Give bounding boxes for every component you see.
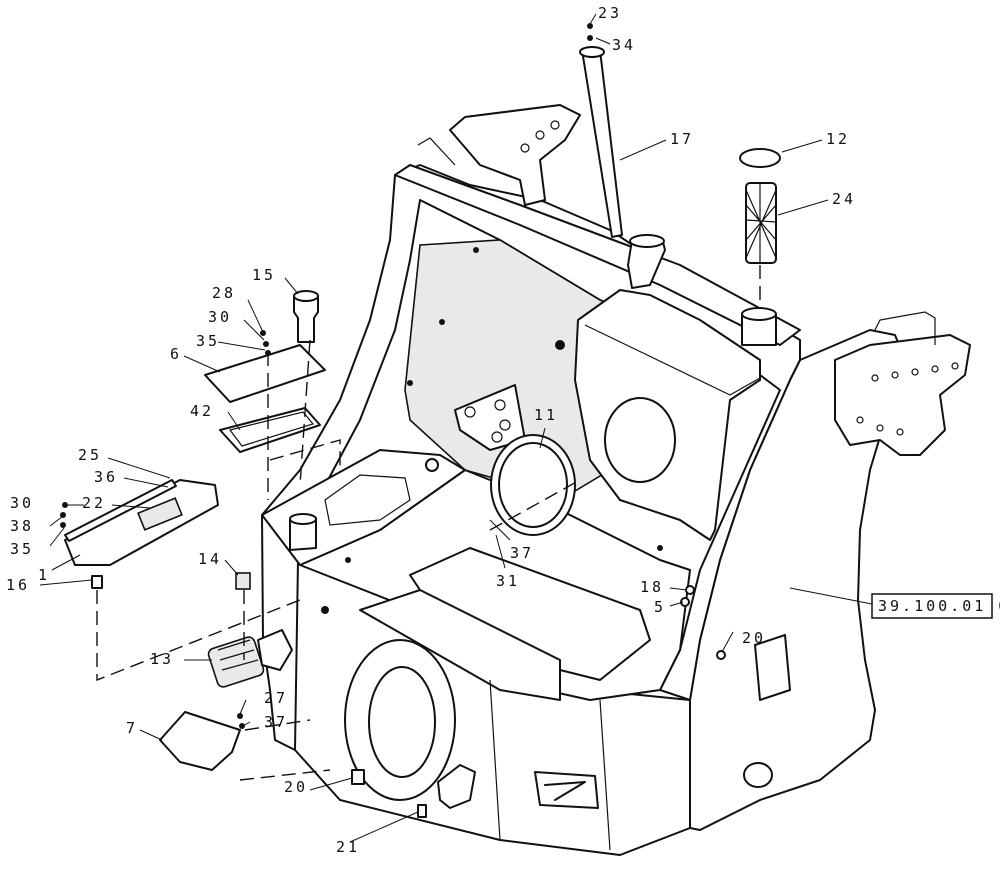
spring-pin bbox=[235, 572, 251, 590]
side-hole bbox=[743, 762, 773, 788]
callout-37: 37 bbox=[510, 544, 534, 562]
callout-42: 42 bbox=[190, 402, 214, 420]
bolt-21 bbox=[417, 804, 427, 818]
bolt-20 bbox=[351, 769, 365, 785]
callout-6: 6 bbox=[170, 345, 182, 363]
callout-21: 21 bbox=[336, 838, 360, 856]
side-bracket bbox=[754, 634, 791, 701]
callout-11: 11 bbox=[534, 406, 558, 424]
callout-12: 12 bbox=[826, 130, 850, 148]
callout-14: 14 bbox=[198, 550, 222, 568]
callout-36: 36 bbox=[94, 468, 118, 486]
callout-1: 1 bbox=[38, 566, 50, 584]
spring bbox=[137, 497, 183, 531]
callout-23: 23 bbox=[598, 4, 622, 22]
rail bbox=[64, 479, 177, 542]
callout-13: 13 bbox=[150, 650, 174, 668]
callout-28: 28 bbox=[212, 284, 236, 302]
cross-beam-2 bbox=[359, 589, 561, 701]
callout-35: 35 bbox=[196, 332, 220, 350]
callout-5: 5 bbox=[654, 598, 666, 616]
shield-plate bbox=[159, 711, 241, 771]
tank-port bbox=[604, 397, 676, 483]
top-beam bbox=[394, 164, 801, 346]
filter-bracket bbox=[257, 629, 293, 671]
callout-20: 20 bbox=[742, 629, 766, 647]
bolt-16 bbox=[91, 575, 103, 589]
top-left-bracket bbox=[449, 104, 581, 206]
reference-box[interactable]: 39.100.01 03 bbox=[871, 593, 1000, 619]
callout-27: 27 bbox=[264, 689, 288, 707]
loose-parts bbox=[60, 23, 781, 818]
callout-22: 22 bbox=[82, 494, 106, 512]
callout-16: 16 bbox=[6, 576, 30, 594]
right-pivot-bracket bbox=[834, 334, 971, 456]
breather-cap bbox=[293, 295, 319, 343]
callout-24: 24 bbox=[832, 190, 856, 208]
callout-labels: 23 34 17 12 24 15 28 30 35 6 42 11 25 36… bbox=[6, 4, 856, 856]
callout-25: 25 bbox=[78, 446, 102, 464]
filter-element bbox=[207, 636, 265, 688]
callout-35b: 35 bbox=[10, 540, 34, 558]
callout-17: 17 bbox=[670, 130, 694, 148]
dipstick-tube bbox=[581, 49, 623, 238]
assembly-lines bbox=[96, 265, 761, 781]
logo-plate bbox=[534, 771, 599, 809]
leader-lines bbox=[39, 13, 873, 843]
callout-38: 38 bbox=[10, 517, 34, 535]
front-bracket bbox=[437, 764, 476, 809]
main-frame bbox=[261, 104, 971, 856]
callout-37b: 37 bbox=[264, 713, 288, 731]
gasket bbox=[219, 407, 321, 453]
callout-34: 34 bbox=[612, 36, 636, 54]
dipstick-cap bbox=[579, 46, 605, 58]
callout-30: 30 bbox=[208, 308, 232, 326]
filter-cap bbox=[739, 148, 781, 168]
callout-18: 18 bbox=[640, 578, 664, 596]
callout-31: 31 bbox=[496, 572, 520, 590]
reference-label: 39.100.01 03 bbox=[878, 597, 1000, 615]
callout-15: 15 bbox=[252, 266, 276, 284]
callout-7: 7 bbox=[126, 719, 138, 737]
callout-20b: 20 bbox=[284, 778, 308, 796]
callout-30b: 30 bbox=[10, 494, 34, 512]
